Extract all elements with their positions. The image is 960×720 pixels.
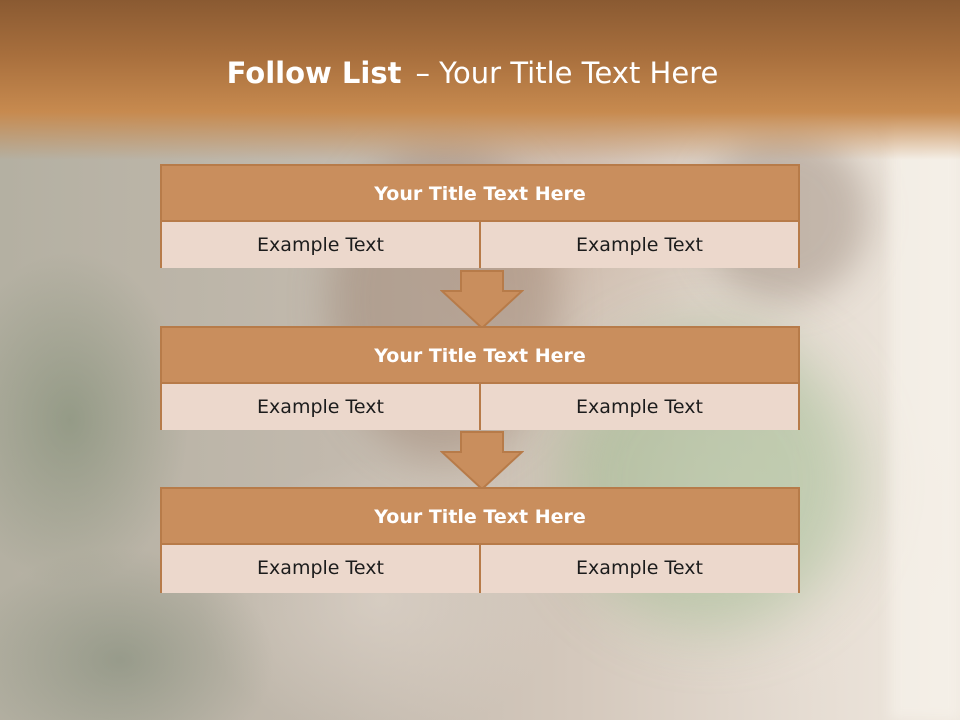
flow-block-3-right-cell: Example Text [479,545,798,593]
flow-block-1-header: Your Title Text Here [162,166,798,222]
flow-block-2: Your Title Text Here Example Text Exampl… [160,326,800,430]
header-band [0,0,960,160]
down-arrow-icon [440,270,524,330]
flow-block-2-right-cell: Example Text [479,384,798,430]
slide-title-bold: Follow List [226,56,402,90]
flow-block-1-left-cell: Example Text [162,222,479,268]
flow-block-1-row: Example Text Example Text [162,222,798,268]
slide-title: Follow List – Your Title Text Here [0,56,945,90]
flow-block-2-left-cell: Example Text [162,384,479,430]
flow-block-2-row: Example Text Example Text [162,384,798,430]
flow-block-3: Your Title Text Here Example Text Exampl… [160,487,800,593]
flow-block-3-row: Example Text Example Text [162,545,798,593]
flow-block-3-header: Your Title Text Here [162,489,798,545]
flow-block-1: Your Title Text Here Example Text Exampl… [160,164,800,268]
slide-title-rest: – Your Title Text Here [415,56,719,90]
flow-block-1-right-cell: Example Text [479,222,798,268]
flow-block-3-left-cell: Example Text [162,545,479,593]
background-photo-door [890,110,960,720]
flow-block-2-header: Your Title Text Here [162,328,798,384]
down-arrow-icon [440,431,524,491]
